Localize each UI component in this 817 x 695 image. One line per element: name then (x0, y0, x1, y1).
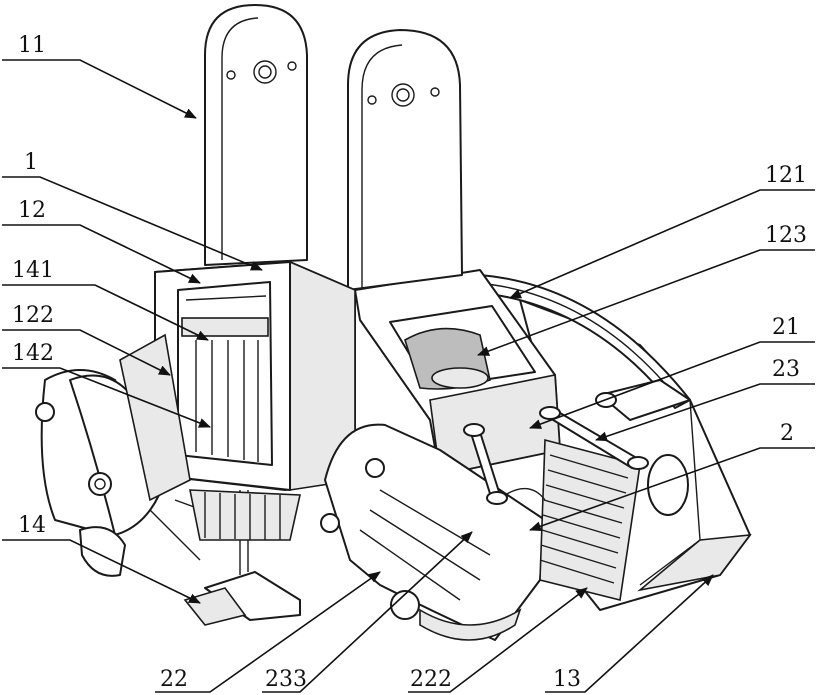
ear-plate-right (348, 30, 462, 290)
label-233: 233 (265, 667, 307, 692)
label-13: 13 (553, 667, 581, 692)
label-1: 1 (24, 150, 38, 175)
label-141: 141 (12, 258, 54, 283)
under-fins (190, 490, 300, 540)
label-142: 142 (12, 341, 54, 366)
label-122: 122 (12, 303, 54, 328)
label-11: 11 (18, 33, 46, 58)
label-23: 23 (772, 357, 800, 382)
label-22: 22 (160, 667, 188, 692)
mechanism-illustration (36, 5, 750, 640)
label-2: 2 (780, 421, 794, 446)
label-121: 121 (765, 163, 807, 188)
label-12: 12 (18, 198, 46, 223)
leader-11 (2, 60, 196, 118)
label-123: 123 (765, 223, 807, 248)
ear-plate-left (205, 5, 307, 265)
label-21: 21 (772, 315, 800, 340)
label-14: 14 (18, 513, 46, 538)
label-222: 222 (410, 667, 452, 692)
